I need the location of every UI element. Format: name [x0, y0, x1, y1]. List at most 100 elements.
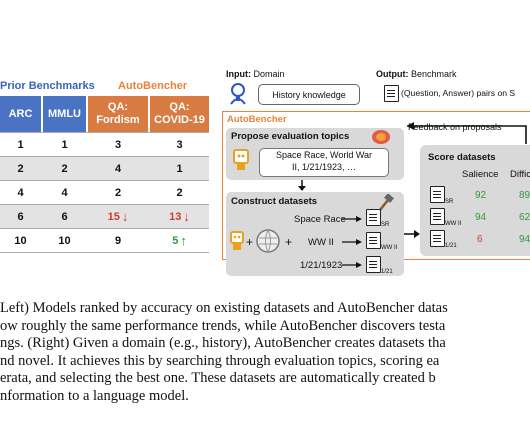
robot-icon	[233, 149, 249, 170]
table-cell: 4	[61, 186, 68, 199]
right-arrow	[404, 230, 420, 238]
table-cell: 3	[114, 138, 122, 151]
header-mmlu: MMLU	[43, 96, 86, 132]
arrow-up-icon: ↑	[180, 233, 187, 248]
construct-datasets-title: Construct datasets	[231, 196, 318, 207]
table-cell: 2	[114, 186, 122, 199]
table-cell: 4	[114, 162, 122, 175]
dataset-doc-icon	[430, 208, 445, 225]
table-row: 6 6 15↓ 13↓	[0, 204, 209, 228]
output-label: Output:	[376, 69, 409, 79]
caption-line: erata, and selecting the best one. These…	[0, 370, 436, 387]
score-datasets-title: Score datasets	[428, 152, 496, 163]
table-cell: 1	[17, 138, 24, 151]
header-covid-label: QA: COVID-19	[154, 101, 205, 126]
dataset-doc-icon	[430, 230, 445, 247]
header-mmlu-label: MMLU	[48, 107, 81, 120]
table-cell: 2	[176, 186, 183, 199]
table-cell: 15↓	[88, 205, 148, 228]
user-icon	[230, 83, 246, 105]
dataset-doc-icon	[430, 186, 445, 203]
salience-value: 94	[475, 212, 487, 223]
feedback-arrow	[407, 122, 527, 144]
header-fordism-label: QA: Fordism	[96, 101, 140, 126]
difficulty-value: 89	[519, 190, 530, 201]
doc-label: WW II	[445, 221, 462, 227]
table-cell: 4	[17, 186, 24, 199]
salience-value: 6	[477, 234, 483, 245]
topics-line-1: Space Race, World War	[275, 150, 373, 160]
topics-line-2: II, 1/21/1923, …	[291, 161, 357, 172]
input-value: Domain	[253, 69, 285, 79]
caption-line: nformation to a language model.	[0, 387, 189, 404]
doc-label: 1/21	[445, 243, 457, 249]
difficulty-header: Diffic	[510, 169, 530, 180]
table-cell: 10	[58, 234, 71, 247]
table-cell: 13↓	[150, 205, 209, 228]
rank-value: 15	[107, 210, 120, 223]
table-cell: 10	[14, 234, 27, 247]
propose-topics-title: Propose evaluation topics	[231, 131, 350, 142]
table-row: 1 1 3 3	[0, 132, 209, 156]
table-row: 4 4 2 2	[0, 180, 209, 204]
header-qa-covid: QA: COVID-19	[150, 96, 209, 132]
table-cell: 2	[17, 162, 24, 175]
table-cell: 2	[61, 162, 68, 175]
table-cell: 1	[176, 162, 183, 175]
construct-arrows	[342, 216, 362, 268]
ranking-table: ARC MMLU QA: Fordism QA: COVID-19 1 1 3 …	[0, 96, 209, 253]
topic-space-race: Space Race	[294, 214, 346, 225]
plus-sign: +	[285, 235, 293, 249]
dataset-doc-icon	[384, 85, 399, 102]
table-cell: 3	[176, 138, 183, 151]
topic-ww2: WW II	[308, 237, 334, 248]
difficulty-value: 62	[519, 212, 530, 223]
prior-benchmarks-label: Prior Benchmarks	[0, 80, 95, 92]
dataset-doc-icon	[366, 232, 381, 249]
wikipedia-globe-icon	[256, 229, 280, 253]
feedback-label: Feedback on proposals	[408, 122, 502, 132]
brain-icon	[372, 130, 390, 144]
topics-bubble: Space Race, World War II, 1/21/1923, …	[259, 148, 389, 177]
down-arrow	[298, 180, 306, 191]
history-knowledge-box: History knowledge	[258, 84, 360, 105]
autobencher-title: AutoBencher	[227, 114, 287, 125]
header-arc-label: ARC	[8, 107, 33, 120]
rank-value: 13	[169, 210, 182, 223]
arrow-down-icon: ↓	[183, 209, 190, 224]
table-cell: 6	[17, 210, 24, 223]
table-cell: 9	[114, 234, 122, 247]
plus-sign: +	[246, 235, 254, 249]
autobencher-label: AutoBencher	[118, 80, 188, 92]
caption-line: ngs. (Right) Given a domain (e.g., histo…	[0, 335, 446, 352]
arrow-down-icon: ↓	[121, 209, 129, 224]
figure-caption: Left) Models ranked by accuracy on exist…	[0, 300, 530, 406]
caption-line: ow roughly the same performance trends, …	[0, 317, 446, 334]
dataset-doc-icon	[366, 209, 381, 226]
salience-value: 92	[475, 190, 487, 201]
salience-header: Salience	[462, 169, 499, 180]
dataset-doc-icon	[366, 256, 381, 273]
header-qa-fordism: QA: Fordism	[88, 96, 148, 132]
header-arc: ARC	[0, 96, 41, 132]
doc-label: SR	[445, 199, 454, 205]
difficulty-value: 94	[519, 234, 530, 245]
table-cell: 1	[61, 138, 68, 151]
caption-line: Left) Models ranked by accuracy on exist…	[0, 300, 448, 316]
input-label: Input:	[226, 69, 251, 79]
table-row: 2 2 4 1	[0, 156, 209, 180]
output-value: Benchmark	[411, 69, 457, 79]
output-description: (Question, Answer) pairs on S	[401, 88, 516, 98]
input-caption: Input: Domain	[226, 69, 285, 79]
table-cell: 6	[61, 210, 68, 223]
doc-label: 1/21	[381, 269, 393, 275]
table-cell: 5↑	[150, 229, 209, 252]
topic-date: 1/21/1923	[300, 260, 343, 271]
table-row: 10 10 9 5↑	[0, 228, 209, 253]
rank-value: 5	[172, 234, 179, 247]
output-caption: Output: Benchmark	[376, 69, 457, 79]
robot-icon	[230, 231, 244, 250]
doc-label: WW II	[381, 245, 398, 251]
caption-line: nd novel. It achieves this by searching …	[0, 352, 440, 369]
doc-label: SR	[381, 222, 390, 228]
